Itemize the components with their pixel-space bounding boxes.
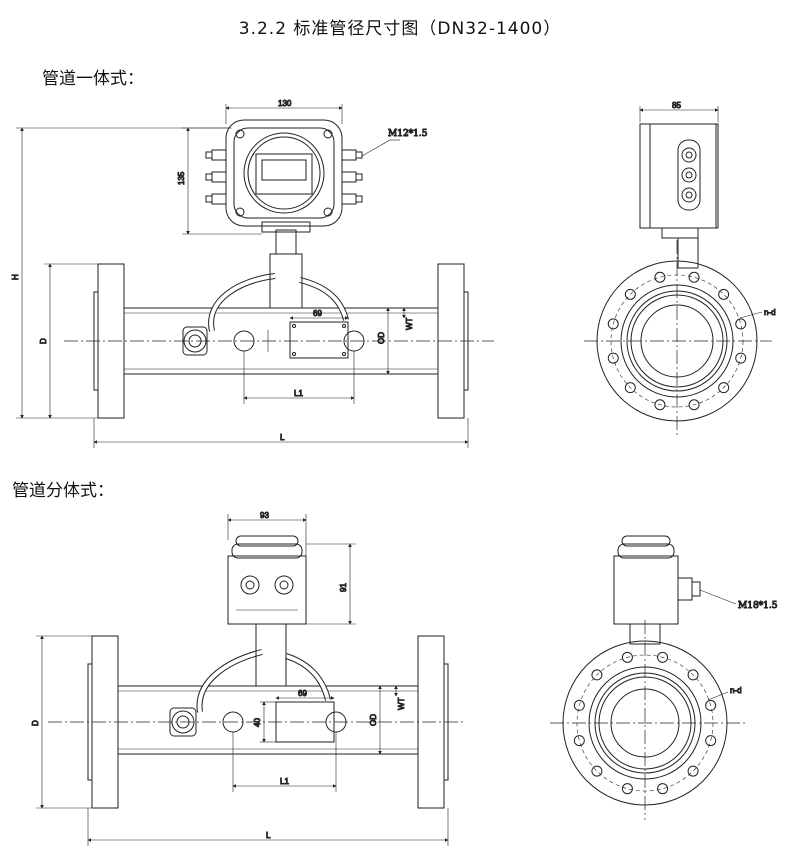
bolt-hole [718, 382, 730, 394]
dim-split-head-width-label: 93 [260, 511, 269, 520]
dim-side-width-label: 85 [672, 101, 681, 110]
split-side-head [613, 555, 679, 625]
bolt-hole [718, 288, 730, 300]
dim-height-label: H [11, 274, 20, 280]
dim-spacing-label: L1 [294, 389, 303, 398]
bolt-hole [573, 699, 585, 711]
integrated-side-view [584, 106, 772, 436]
split-side-view [550, 535, 746, 820]
section-heading-integrated: 管道一体式： [42, 69, 144, 89]
bolt-hole [705, 699, 717, 711]
bolt-hole [621, 651, 633, 663]
dim-diameter-label: D [39, 338, 48, 344]
bolt-spec-label: n-d [764, 308, 776, 317]
section-heading-split: 管道分体式： [12, 481, 114, 501]
dim-split-spacing-label: L1 [280, 777, 289, 786]
dim-plate-width-label: 69 [313, 309, 322, 318]
dim-split-plate-height-label: 40 [253, 718, 262, 727]
bolt-hole [573, 735, 585, 747]
dim-head-width-label: 130 [278, 99, 292, 108]
dim-split-outer-dia-label: OD [369, 714, 378, 726]
bolt-hole [657, 783, 669, 795]
bolt-hole [735, 318, 747, 330]
dim-outer-dia-label: OD [377, 332, 386, 344]
dim-split-diameter-label: D [31, 720, 40, 726]
bolt-hole [688, 271, 700, 283]
bolt-hole [624, 288, 636, 300]
name-plate [289, 321, 349, 359]
bolt-hole [657, 651, 669, 663]
split-head [227, 555, 307, 625]
bolt-hole [591, 765, 603, 777]
split-bolt-spec-label: n-d [730, 686, 742, 695]
dim-length-label: L [280, 433, 285, 442]
dim-split-head-height-label: 91 [339, 583, 348, 592]
page-title: 3.2.2 标准管径尺寸图（DN32-1400） [238, 19, 562, 39]
bolt-hole [735, 352, 747, 364]
bolt-hole [687, 669, 699, 681]
thread-label: M12*1.5 [388, 129, 428, 139]
bolt-hole [654, 399, 666, 411]
split-thread-label: M18*1.5 [738, 601, 778, 611]
dim-split-length-label: L [266, 831, 271, 840]
bolt-hole [607, 352, 619, 364]
bolt-hole [621, 783, 633, 795]
bolt-hole [654, 271, 666, 283]
dim-head-height-label: 135 [177, 171, 186, 185]
split-name-plate [275, 701, 335, 743]
dim-wall-label: WT [405, 317, 414, 330]
bolt-hole [624, 382, 636, 394]
bolt-hole [591, 669, 603, 681]
bolt-hole [705, 735, 717, 747]
dim-split-plate-width-label: 69 [298, 689, 307, 698]
integrated-front-view [16, 104, 494, 448]
split-front-view [36, 514, 466, 846]
bolt-hole [688, 399, 700, 411]
bolt-hole [687, 765, 699, 777]
dim-split-wall-label: WT [397, 697, 406, 710]
side-head [639, 123, 719, 229]
bolt-hole [607, 318, 619, 330]
